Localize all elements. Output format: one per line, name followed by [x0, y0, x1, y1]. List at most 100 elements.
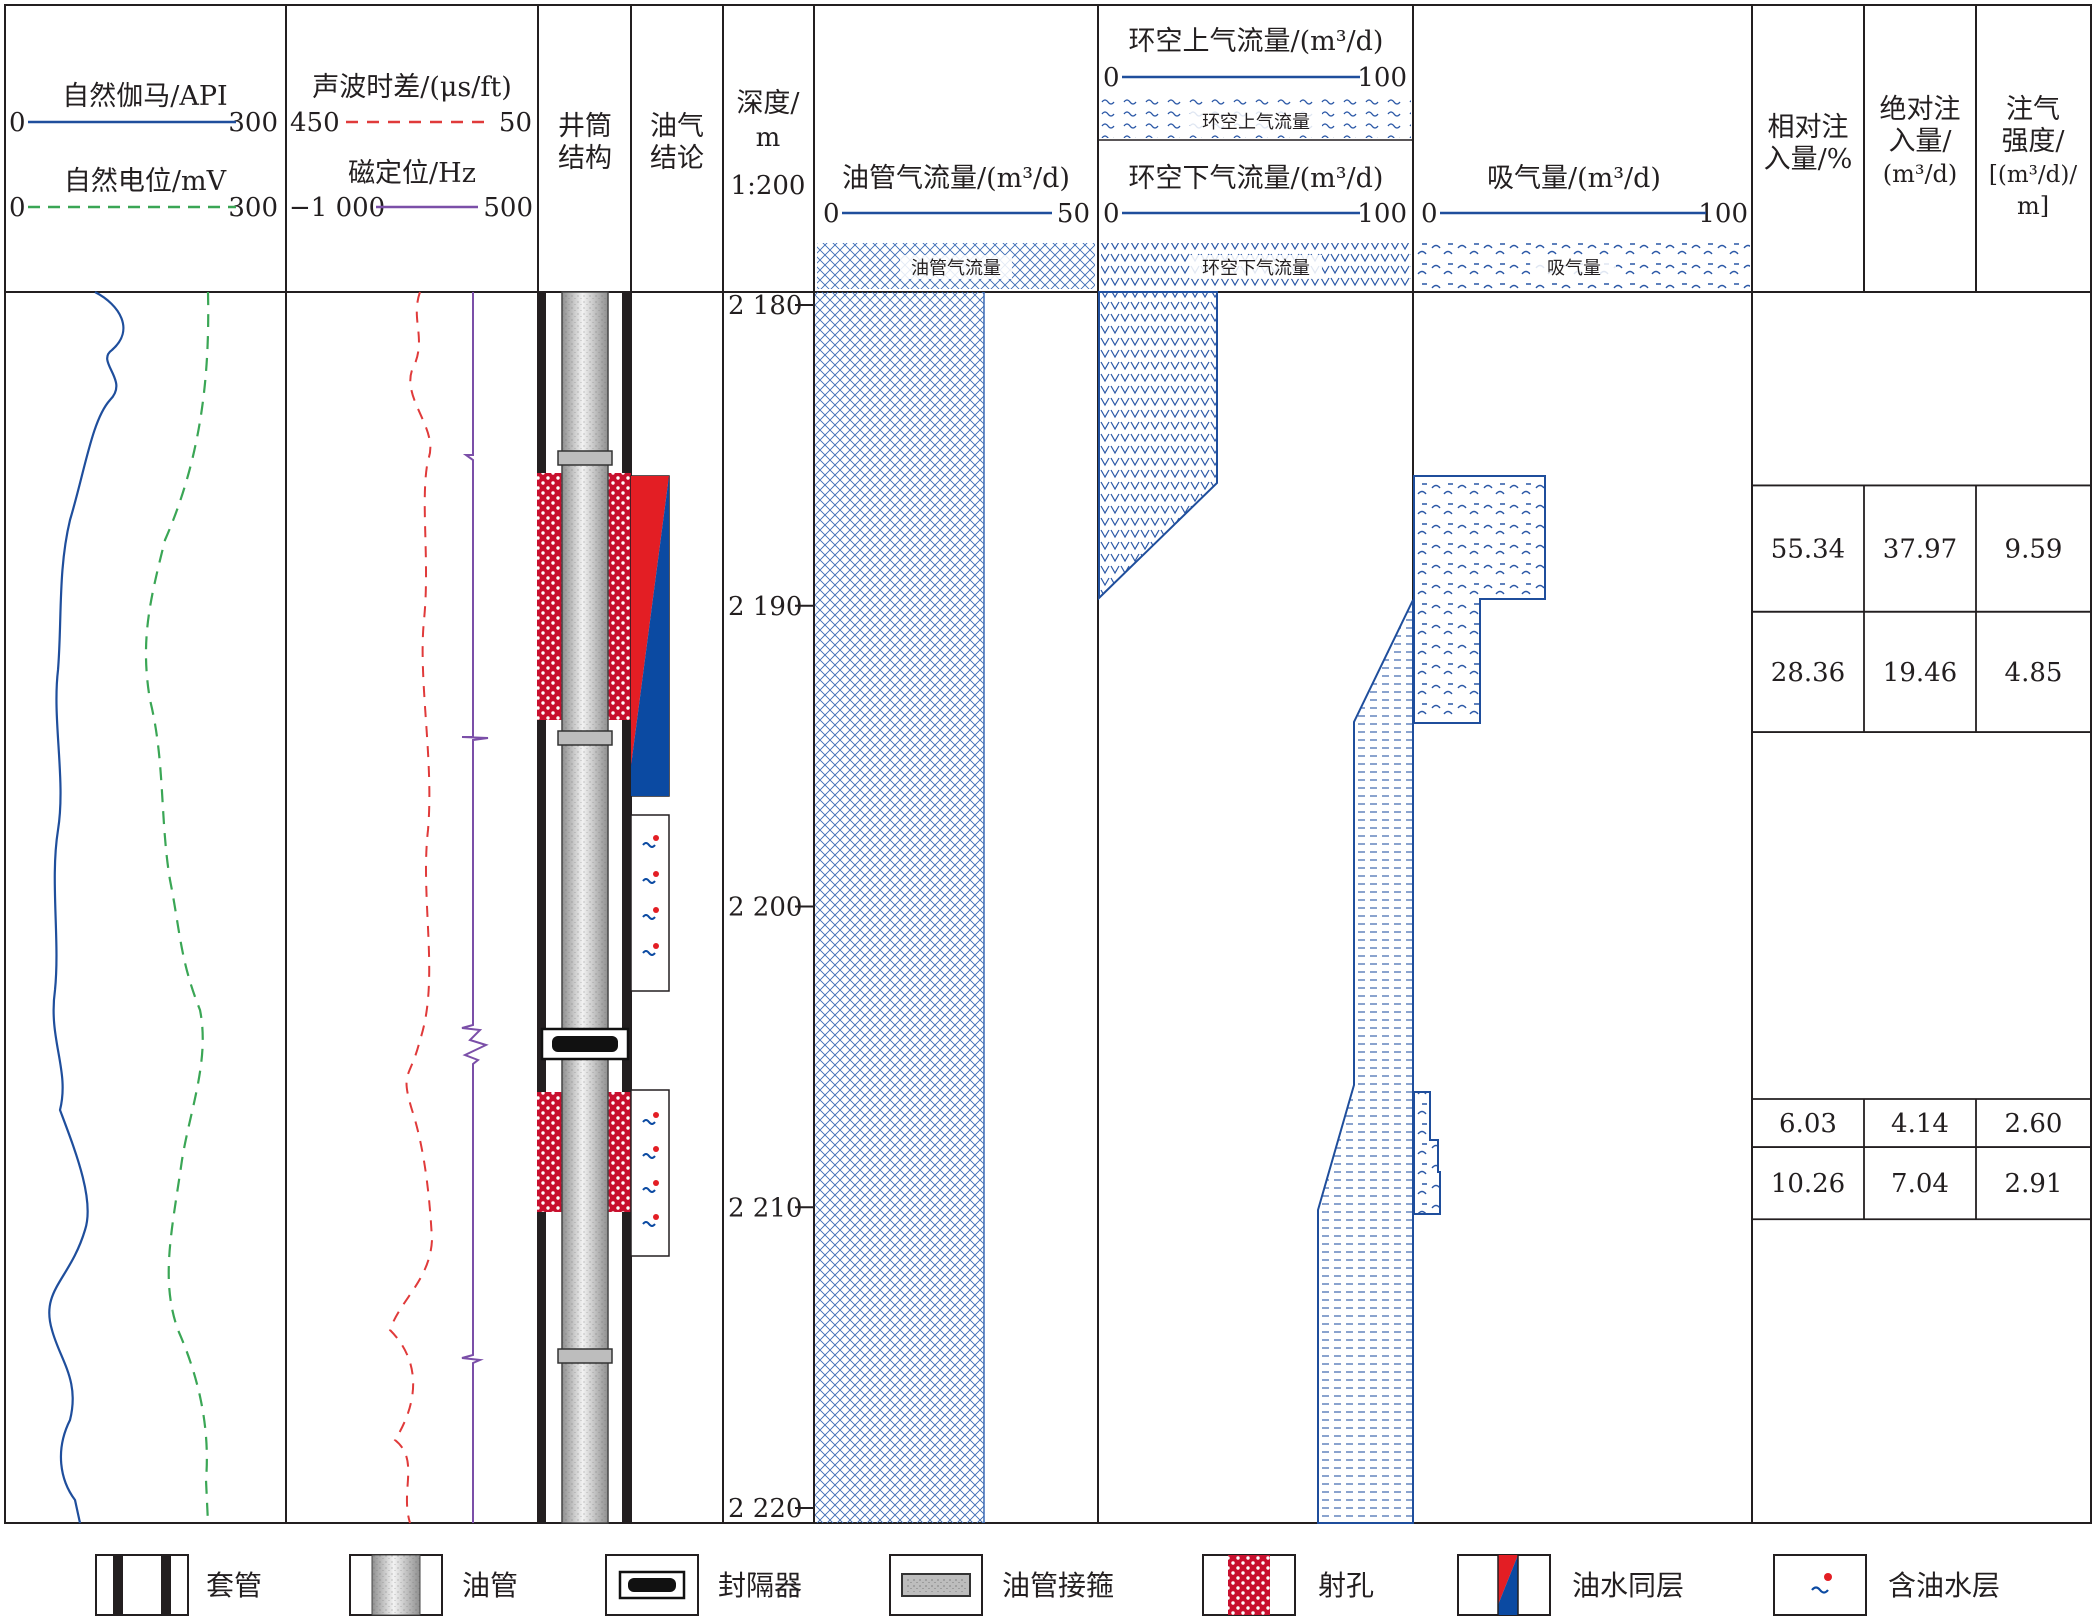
- annulus-up-scale-max: 100: [1357, 63, 1407, 93]
- well-structure-track: [537, 291, 631, 1524]
- absorption-flow-fill: [1413, 475, 1546, 724]
- grid-frame: [4, 4, 2092, 1524]
- depth-header-1: 深度/: [736, 88, 800, 119]
- table-cell-relative: 28.36: [1771, 658, 1845, 688]
- legend-tubing: 油管: [349, 1554, 518, 1616]
- sp-curve: [144, 291, 210, 1524]
- depth-tick-label: 2 210: [728, 1193, 802, 1223]
- absorption-flow-fill-lower: [1413, 1091, 1441, 1215]
- table-cell-intensity: 4.85: [2005, 658, 2063, 688]
- annulus-up-flow-fill: [1317, 599, 1414, 1524]
- table-cell-relative: 55.34: [1771, 535, 1845, 565]
- track-header-misc: 井筒 结构 油气 结论 深度/ m 1:200: [558, 88, 805, 201]
- intensity-header-2: 强度/: [2001, 126, 2065, 157]
- track-header-annulus: 环空上气流量/(m³/d) 0 100 环空上气流量 环空下气流量/(m³/d)…: [1101, 26, 1411, 289]
- relative-header-2: 入量/%: [1764, 144, 1853, 175]
- absorption-pattern-label: 吸气量: [1547, 258, 1601, 279]
- annulus-up-pattern-label: 环空上气流量: [1202, 112, 1310, 133]
- depth-axis: 2 180 2 190 2 200 2 210 2 220: [728, 291, 815, 1524]
- depth-header-2: m: [756, 123, 781, 153]
- annulus-down-flow-fill: [1098, 291, 1218, 601]
- legend-tubing-collar-label: 油管接箍: [1002, 1569, 1114, 1602]
- legend-packer-label: 封隔器: [718, 1569, 802, 1602]
- tubing-flow-pattern-label: 油管气流量: [911, 258, 1001, 279]
- legend-packer: 封隔器: [605, 1554, 802, 1616]
- track-header-ac-ccl: 声波时差/(μs/ft) 450 50 磁定位/Hz −1 000 500: [289, 72, 533, 223]
- conclusion-header-2: 结论: [650, 143, 704, 174]
- sp-scale-max: 300: [228, 193, 278, 223]
- table-cell-intensity: 2.60: [2005, 1109, 2063, 1139]
- annulus-down-scale-min: 0: [1103, 199, 1120, 229]
- ac-scale-max: 50: [499, 108, 532, 138]
- oil-bearing-water-layer-lower: [630, 1089, 670, 1257]
- table-cell-intensity: 9.59: [2005, 535, 2063, 565]
- well-structure-header-2: 结构: [558, 143, 612, 174]
- log-curves: [48, 291, 489, 1524]
- injection-table: 55.34 37.97 9.59 28.36 19.46 4.85 6.03 4.14 2.60…: [1752, 484, 2091, 1221]
- table-cell-absolute: 7.04: [1891, 1169, 1949, 1199]
- oil-bearing-water-layer-upper: [630, 814, 670, 992]
- ccl-scale-min: −1 000: [289, 193, 385, 223]
- legend-oil-bearing-water-layer: 含油水层: [1773, 1554, 2000, 1616]
- tubing-flow-header-label: 油管气流量/(m³/d): [842, 163, 1070, 194]
- annulus-up-header-label: 环空上气流量/(m³/d): [1129, 26, 1384, 57]
- ac-scale-min: 450: [290, 108, 340, 138]
- annulus-up-scale-min: 0: [1103, 63, 1120, 93]
- tubing-collar-2: [557, 730, 613, 746]
- flow-tracks: [815, 291, 1546, 1524]
- track-header-gr-sp: 自然伽马/API 0 300 自然电位/mV 0 300: [9, 81, 278, 223]
- sp-scale-min: 0: [9, 193, 26, 223]
- casing-right: [622, 292, 630, 1523]
- conclusion-track: [630, 475, 670, 1257]
- annulus-down-scale-max: 100: [1357, 199, 1407, 229]
- absolute-header-2: 入量/: [1888, 126, 1952, 157]
- legend-oil-bearing-water-layer-label: 含油水层: [1888, 1569, 2000, 1602]
- tubing-flow-scale-min: 0: [823, 199, 840, 229]
- legend-perforation-label: 射孔: [1318, 1569, 1374, 1602]
- gr-scale-max: 300: [228, 108, 278, 138]
- depth-tick-label: 2 180: [728, 291, 802, 321]
- absolute-header-1: 绝对注: [1880, 94, 1961, 125]
- absorption-scale-min: 0: [1421, 199, 1438, 229]
- legend-tubing-collar: 油管接箍: [889, 1554, 1114, 1616]
- tubing-collar-1: [557, 450, 613, 466]
- depth-tick-label: 2 200: [728, 893, 802, 923]
- intensity-header-4: m]: [2017, 192, 2049, 220]
- absolute-header-3: (m³/d): [1883, 160, 1958, 188]
- annulus-down-pattern-label: 环空下气流量: [1202, 258, 1310, 279]
- gr-scale-min: 0: [9, 108, 26, 138]
- track-header-injection: 相对注 入量/% 绝对注 入量/ (m³/d) 注气 强度/ [(m³/d)/ …: [1764, 94, 2078, 220]
- legend-casing-label: 套管: [206, 1569, 262, 1602]
- relative-header-1: 相对注: [1768, 112, 1849, 143]
- depth-tick-label: 2 220: [728, 1494, 802, 1524]
- ccl-scale-max: 500: [483, 193, 533, 223]
- ccl-curve: [461, 292, 489, 1523]
- legend: 套管 油管 封隔器 油管接箍 射孔: [95, 1554, 2000, 1616]
- legend-casing: 套管: [95, 1554, 262, 1616]
- table-cell-relative: 6.03: [1779, 1109, 1837, 1139]
- depth-tick-label: 2 190: [728, 592, 802, 622]
- tubing-flow-scale-max: 50: [1057, 199, 1090, 229]
- ac-curve: [388, 291, 434, 1524]
- ac-header-label: 声波时差/(μs/ft): [312, 72, 512, 103]
- absorption-scale-max: 100: [1698, 199, 1748, 229]
- gr-header-label: 自然伽马/API: [62, 81, 227, 112]
- intensity-header-3: [(m³/d)/: [1989, 162, 2077, 188]
- well-structure-header-1: 井筒: [558, 111, 612, 142]
- ccl-header-label: 磁定位/Hz: [348, 158, 476, 189]
- sp-header-label: 自然电位/mV: [64, 166, 227, 197]
- annulus-down-header-label: 环空下气流量/(m³/d): [1129, 163, 1384, 194]
- casing-left: [538, 292, 546, 1523]
- table-cell-absolute: 19.46: [1883, 658, 1957, 688]
- legend-oil-water-layer: 油水同层: [1457, 1554, 1684, 1616]
- oil-water-water-part: [631, 476, 669, 796]
- gr-curve: [48, 291, 125, 1524]
- legend-tubing-label: 油管: [462, 1569, 518, 1602]
- table-cell-absolute: 37.97: [1883, 535, 1957, 565]
- table-cell-intensity: 2.91: [2005, 1169, 2063, 1199]
- absorption-header-label: 吸气量/(m³/d): [1487, 163, 1661, 194]
- table-cell-absolute: 4.14: [1891, 1109, 1949, 1139]
- tubing-flow-fill: [815, 292, 984, 1523]
- legend-perforation: 射孔: [1202, 1554, 1374, 1616]
